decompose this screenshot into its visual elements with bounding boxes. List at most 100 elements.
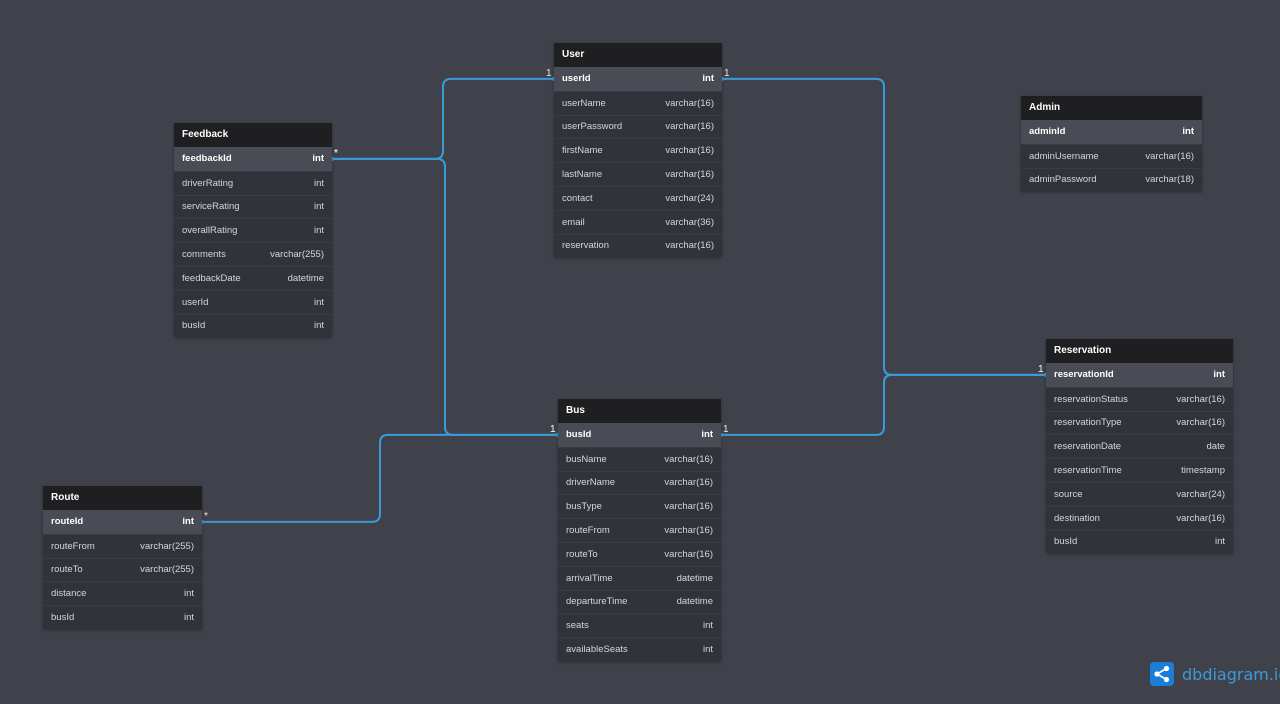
cardinality-label: 1 [724,67,730,79]
field-type: varchar(36) [665,216,714,228]
field-row[interactable]: busType varchar(16) [558,494,721,518]
field-type: int [702,73,714,85]
field-name: distance [51,588,87,600]
field-type: varchar(18) [1145,174,1194,186]
field-row[interactable]: adminPassword varchar(18) [1021,167,1202,192]
field-name: driverRating [182,177,234,189]
table-header[interactable]: Route [43,486,202,510]
relationship-line[interactable] [722,77,1046,376]
relationship-line[interactable] [721,373,1046,436]
field-name: serviceRating [182,201,240,213]
field-type: varchar(16) [664,501,713,513]
relationship-line[interactable] [332,77,554,160]
field-type: varchar(16) [664,548,713,560]
field-type: varchar(16) [1176,512,1225,524]
field-name: busType [566,501,602,513]
field-name: reservationTime [1054,465,1122,477]
field-row[interactable]: reservationTime timestamp [1046,458,1233,482]
field-name: busId [1054,536,1078,548]
field-row[interactable]: busId int [174,313,332,338]
field-type: int [313,177,324,189]
table-header[interactable]: Reservation [1046,339,1233,363]
field-type: varchar(24) [1176,488,1225,500]
relationship-line[interactable] [332,157,558,436]
brand-text[interactable]: dbdiagram.io [1182,664,1280,684]
field-type: varchar(16) [664,477,713,489]
field-name: adminUsername [1029,150,1099,162]
field-name: busId [182,320,206,332]
field-name: adminPassword [1029,174,1097,186]
field-type: date [1206,441,1226,453]
field-row[interactable]: lastName varchar(16) [554,162,722,186]
field-row[interactable]: driverRating int [174,170,332,195]
field-name: source [1054,488,1083,500]
brand-badge[interactable]: dbdiagram.io [1150,662,1280,686]
table-header[interactable]: Admin [1021,96,1202,120]
table-header[interactable]: User [554,43,722,67]
field-type: varchar(16) [665,240,714,252]
field-name: lastName [562,169,603,181]
field-type: int [313,320,324,332]
field-name: reservationType [1054,417,1122,429]
field-name: arrivalTime [566,572,613,584]
field-name: seats [566,620,589,632]
field-type: varchar(255) [270,249,324,261]
table-header[interactable]: Feedback [174,123,332,147]
field-name: routeTo [566,548,598,560]
field-row[interactable]: routeTo varchar(16) [558,541,721,566]
field-name: feedbackId [182,153,232,165]
field-row[interactable]: busId int [1046,529,1233,554]
field-name: adminId [1029,126,1066,138]
field-row[interactable]: reservationType varchar(16) [1046,410,1233,435]
field-type: int [1214,536,1225,548]
field-row[interactable]: source varchar(24) [1046,481,1233,506]
field-type: int [182,516,194,528]
field-type: varchar(16) [1176,393,1225,405]
field-type: timestamp [1181,465,1225,477]
field-name: busId [566,429,592,441]
field-type: varchar(16) [665,169,714,181]
field-type: varchar(16) [1176,417,1225,429]
relationship-line[interactable] [202,433,558,523]
table-header[interactable]: Bus [558,399,721,423]
